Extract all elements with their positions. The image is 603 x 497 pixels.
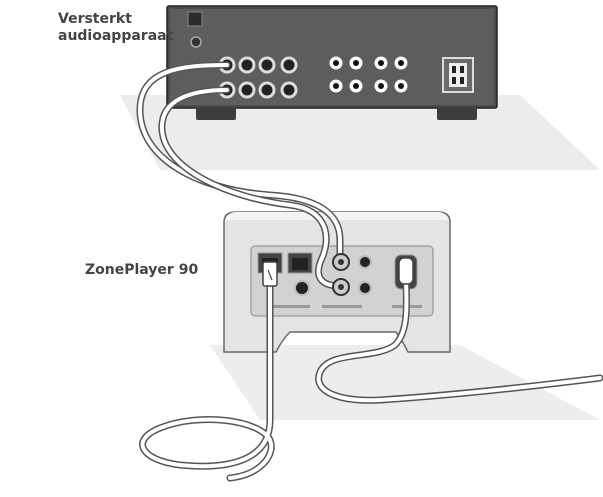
- power-switch: [187, 11, 203, 27]
- amplifier-foot-right: [437, 107, 477, 120]
- amp-knob: [190, 36, 202, 48]
- zp-jack-in-left: [358, 255, 372, 269]
- amplifier-label-line1: Versterkt: [58, 11, 132, 27]
- amp-power-outlet: [442, 57, 474, 93]
- zoneplayer-label: ZonePlayer 90: [85, 262, 199, 278]
- zoneplayer-top: [226, 212, 448, 220]
- amp-rca-jacks-right: [329, 56, 408, 93]
- power-cable: [315, 271, 603, 404]
- zp-jack-in-right: [358, 281, 372, 295]
- audio-plugs: [332, 253, 350, 296]
- amplifier-label: Versterkt audioapparaat: [58, 11, 173, 45]
- ethernet-cable: [139, 268, 275, 482]
- amplifier-label-line2: audioapparaat: [58, 28, 174, 44]
- amplifier-floor-shadow: [120, 95, 600, 170]
- amplifier-device: [166, 5, 498, 120]
- zp-jack: [294, 280, 310, 296]
- zoneplayer-floor-shadow: [210, 345, 600, 420]
- power-plug: [398, 257, 414, 285]
- amplifier-foot-left: [196, 107, 236, 120]
- audio-cables: [136, 61, 344, 290]
